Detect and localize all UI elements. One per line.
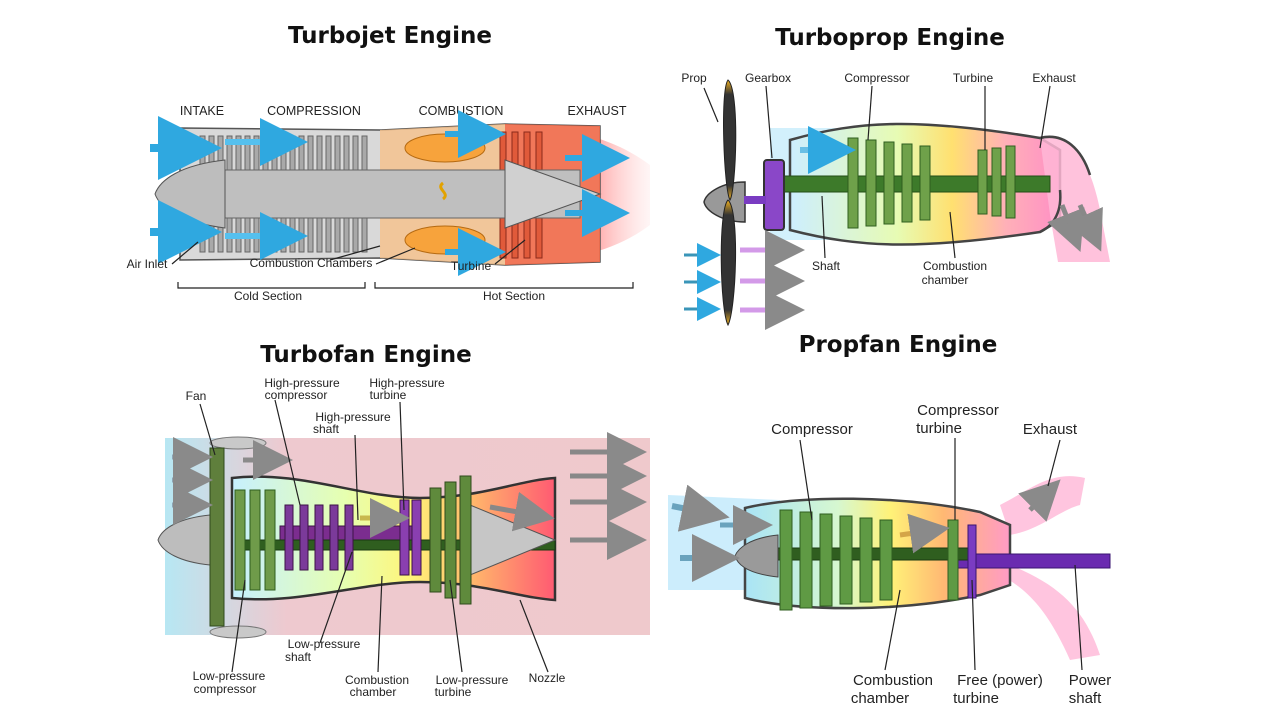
turboprop-panel: Turboprop Engine xyxy=(681,25,1110,330)
label-combustion-chamber-line1: Combustion xyxy=(345,673,409,687)
label-lp-compressor-line2: compressor xyxy=(194,682,257,696)
label-hp-compressor-line2: compressor xyxy=(265,388,328,402)
label-cold-section: Cold Section xyxy=(234,289,302,303)
blade xyxy=(919,145,931,221)
turboprop-compressor-blades xyxy=(847,137,1016,229)
blade xyxy=(429,487,442,593)
label-power-shaft-line2: shaft xyxy=(1069,690,1102,707)
label-prop: Prop xyxy=(681,71,707,85)
label-lp-shaft-line1: Low-pressure xyxy=(288,637,361,651)
label-combustion-chamber-line1: Combustion xyxy=(923,259,987,273)
blade xyxy=(819,513,833,607)
blade xyxy=(329,504,339,571)
propfan-panel: Propfan Engine xyxy=(668,332,1111,707)
label-gearbox: Gearbox xyxy=(745,71,791,85)
blade xyxy=(847,137,859,229)
blade xyxy=(284,504,294,571)
stage-exhaust: EXHAUST xyxy=(567,104,626,118)
turbojet-title: Turbojet Engine xyxy=(288,23,492,49)
label-lp-compressor-line1: Low-pressure xyxy=(193,669,266,683)
label-lp-turbine-line2: turbine xyxy=(435,685,472,699)
stage-combustion: COMBUSTION xyxy=(419,104,504,118)
label-combustion-chamber-line2: chamber xyxy=(350,685,397,699)
blade xyxy=(991,147,1002,217)
label-hp-compressor-line1: High-pressure xyxy=(264,376,340,390)
blade xyxy=(249,489,261,591)
turbofan-engine-body xyxy=(157,432,650,639)
blade xyxy=(865,139,877,227)
blade xyxy=(901,143,913,223)
turbofan-panel: Turbofan Engine xyxy=(157,342,650,699)
label-exhaust: Exhaust xyxy=(1032,71,1076,85)
blade xyxy=(399,499,410,576)
label-air-inlet: Air Inlet xyxy=(127,257,168,271)
label-free-turbine-line1: Free (power) xyxy=(957,672,1043,689)
blade xyxy=(209,447,225,627)
blade xyxy=(234,489,246,591)
blade xyxy=(411,499,422,576)
blade xyxy=(883,141,895,225)
label-turbine: Turbine xyxy=(451,259,492,273)
blade xyxy=(1005,145,1016,219)
propfan-title: Propfan Engine xyxy=(799,332,998,358)
blade xyxy=(444,481,457,599)
blade xyxy=(947,519,959,601)
blade xyxy=(779,509,793,611)
blade xyxy=(859,517,873,603)
turbojet-engine-body xyxy=(150,110,650,276)
turboprop-title: Turboprop Engine xyxy=(775,25,1005,51)
label-lp-turbine-line1: Low-pressure xyxy=(436,673,509,687)
blade xyxy=(314,504,324,571)
label-lp-shaft-line2: shaft xyxy=(285,650,312,664)
blade xyxy=(879,519,893,601)
label-free-turbine-line2: turbine xyxy=(953,690,999,707)
label-shaft: Shaft xyxy=(812,259,841,273)
label-compressor-turbine-line2: turbine xyxy=(916,420,962,437)
label-exhaust: Exhaust xyxy=(1023,421,1078,438)
blade xyxy=(459,475,472,605)
label-combustion-chambers: Combustion Chambers xyxy=(250,256,373,270)
label-combustion-chamber-line2: chamber xyxy=(851,690,909,707)
stage-compression: COMPRESSION xyxy=(267,104,361,118)
label-hp-turbine-line1: High-pressure xyxy=(369,376,445,390)
propfan-blades xyxy=(779,509,977,611)
label-combustion-chamber-line1: Combustion xyxy=(853,672,933,689)
blade xyxy=(977,149,988,215)
label-hot-section: Hot Section xyxy=(483,289,545,303)
label-power-shaft-line1: Power xyxy=(1069,672,1112,689)
label-compressor-turbine-line1: Compressor xyxy=(917,402,999,419)
blade xyxy=(264,489,276,591)
turbojet-panel: Turbojet Engine INTAKE COMPRESSION COMBU… xyxy=(127,23,650,303)
label-turbine: Turbine xyxy=(953,71,994,85)
label-hp-turbine-line2: turbine xyxy=(370,388,407,402)
label-hp-shaft-line1: High-pressure xyxy=(315,410,391,424)
blade xyxy=(344,504,354,571)
blade xyxy=(299,504,309,571)
label-fan: Fan xyxy=(186,389,207,403)
propfan-engine-body xyxy=(668,476,1111,660)
label-hp-shaft-line2: shaft xyxy=(313,422,340,436)
blade xyxy=(839,515,853,605)
turboprop-engine-body xyxy=(684,79,1110,330)
label-combustion-chamber-line2: chamber xyxy=(922,273,969,287)
label-compressor: Compressor xyxy=(844,71,909,85)
stage-intake: INTAKE xyxy=(180,104,224,118)
label-nozzle: Nozzle xyxy=(529,671,566,685)
label-compressor: Compressor xyxy=(771,421,853,438)
blade xyxy=(799,511,813,609)
turbofan-title: Turbofan Engine xyxy=(260,342,471,368)
